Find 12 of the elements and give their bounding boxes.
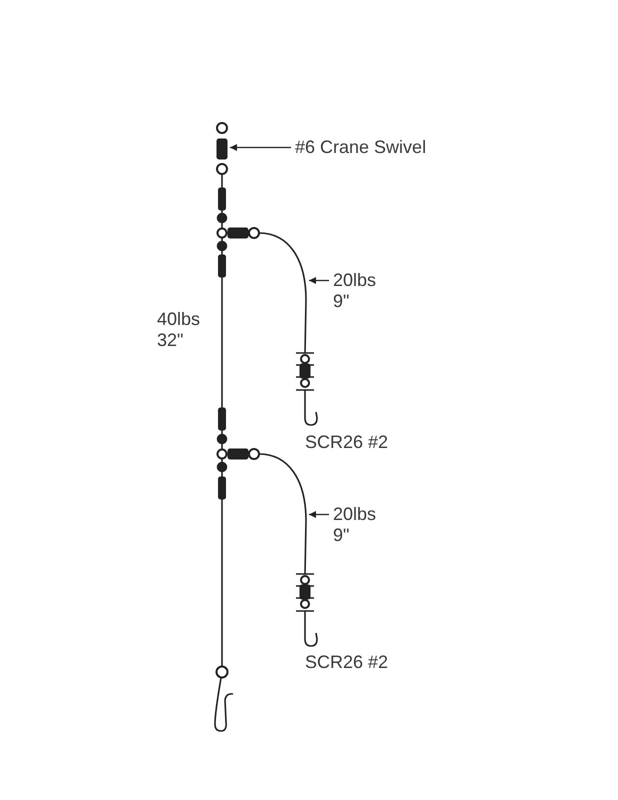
- leader-arrow: [230, 144, 291, 151]
- part-label: #6 Crane Swivel: [295, 137, 426, 158]
- hook-label: SCR26 #2: [305, 432, 388, 453]
- leader-arrow: [309, 511, 329, 518]
- branch-line: [258, 453, 307, 574]
- line-spec-label: 40lbs 32": [157, 309, 202, 351]
- line-spec-label: 20lbs 9": [333, 504, 387, 546]
- hook-label: SCR26 #2: [305, 652, 388, 673]
- barrel-swivel: [216, 122, 228, 175]
- line-spec-label: 20lbs 9": [333, 270, 387, 312]
- leader-arrow: [309, 277, 329, 284]
- branch-line: [258, 232, 307, 354]
